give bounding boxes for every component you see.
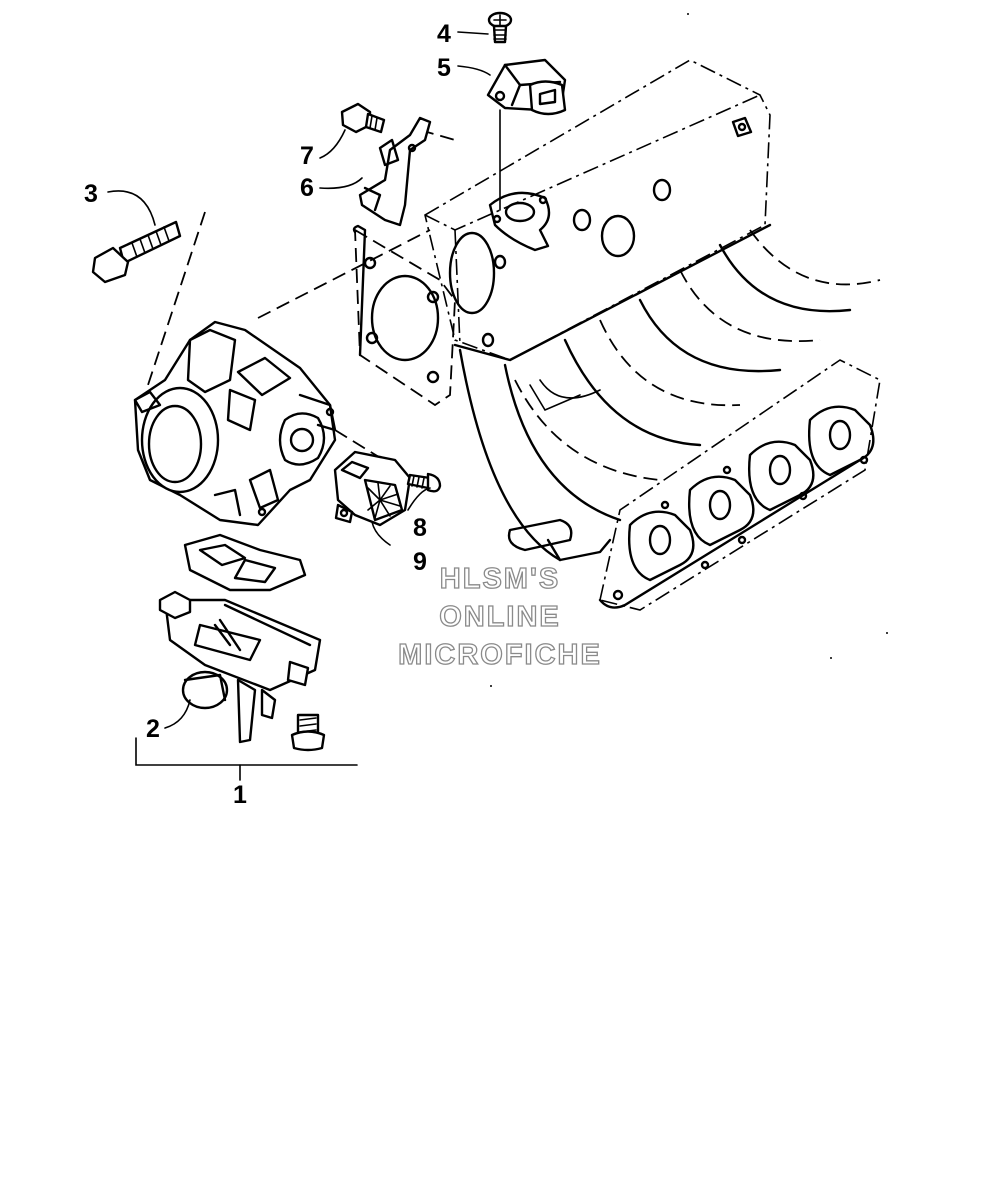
watermark-line-1: HLSM'S xyxy=(440,563,560,595)
callout-4: 4 xyxy=(437,20,451,48)
watermark: HLSM'S ONLINE MICROFICHE xyxy=(398,562,602,671)
callout-9: 9 xyxy=(413,548,427,576)
throttle-body-flange-gasket xyxy=(352,224,456,407)
watermark-line-3: MICROFICHE xyxy=(398,639,602,671)
screw-item-8 xyxy=(406,472,442,493)
callout-1: 1 xyxy=(233,781,247,809)
intake-manifold xyxy=(424,59,881,611)
callout-7: 7 xyxy=(300,142,314,170)
callout-3: 3 xyxy=(84,180,98,208)
callout-5: 5 xyxy=(437,54,451,82)
callout-6: 6 xyxy=(300,174,314,202)
iac-gasket xyxy=(183,533,307,592)
bolt-item-3 xyxy=(91,220,182,284)
callout-leaders xyxy=(107,31,491,781)
watermark-line-2: ONLINE xyxy=(439,601,561,633)
callout-8: 8 xyxy=(413,514,427,542)
throttle-position-sensor xyxy=(333,450,412,527)
callout-2: 2 xyxy=(146,715,160,743)
idle-air-control-valve xyxy=(158,590,326,752)
screw-item-4 xyxy=(487,11,513,44)
bracket-item-6 xyxy=(358,116,432,227)
callout-numbers: 1 2 3 4 5 6 7 8 9 xyxy=(84,20,451,809)
map-sensor xyxy=(486,58,567,116)
throttle-body xyxy=(133,320,337,527)
bolt-item-7 xyxy=(340,102,386,134)
scan-specks xyxy=(490,13,888,687)
